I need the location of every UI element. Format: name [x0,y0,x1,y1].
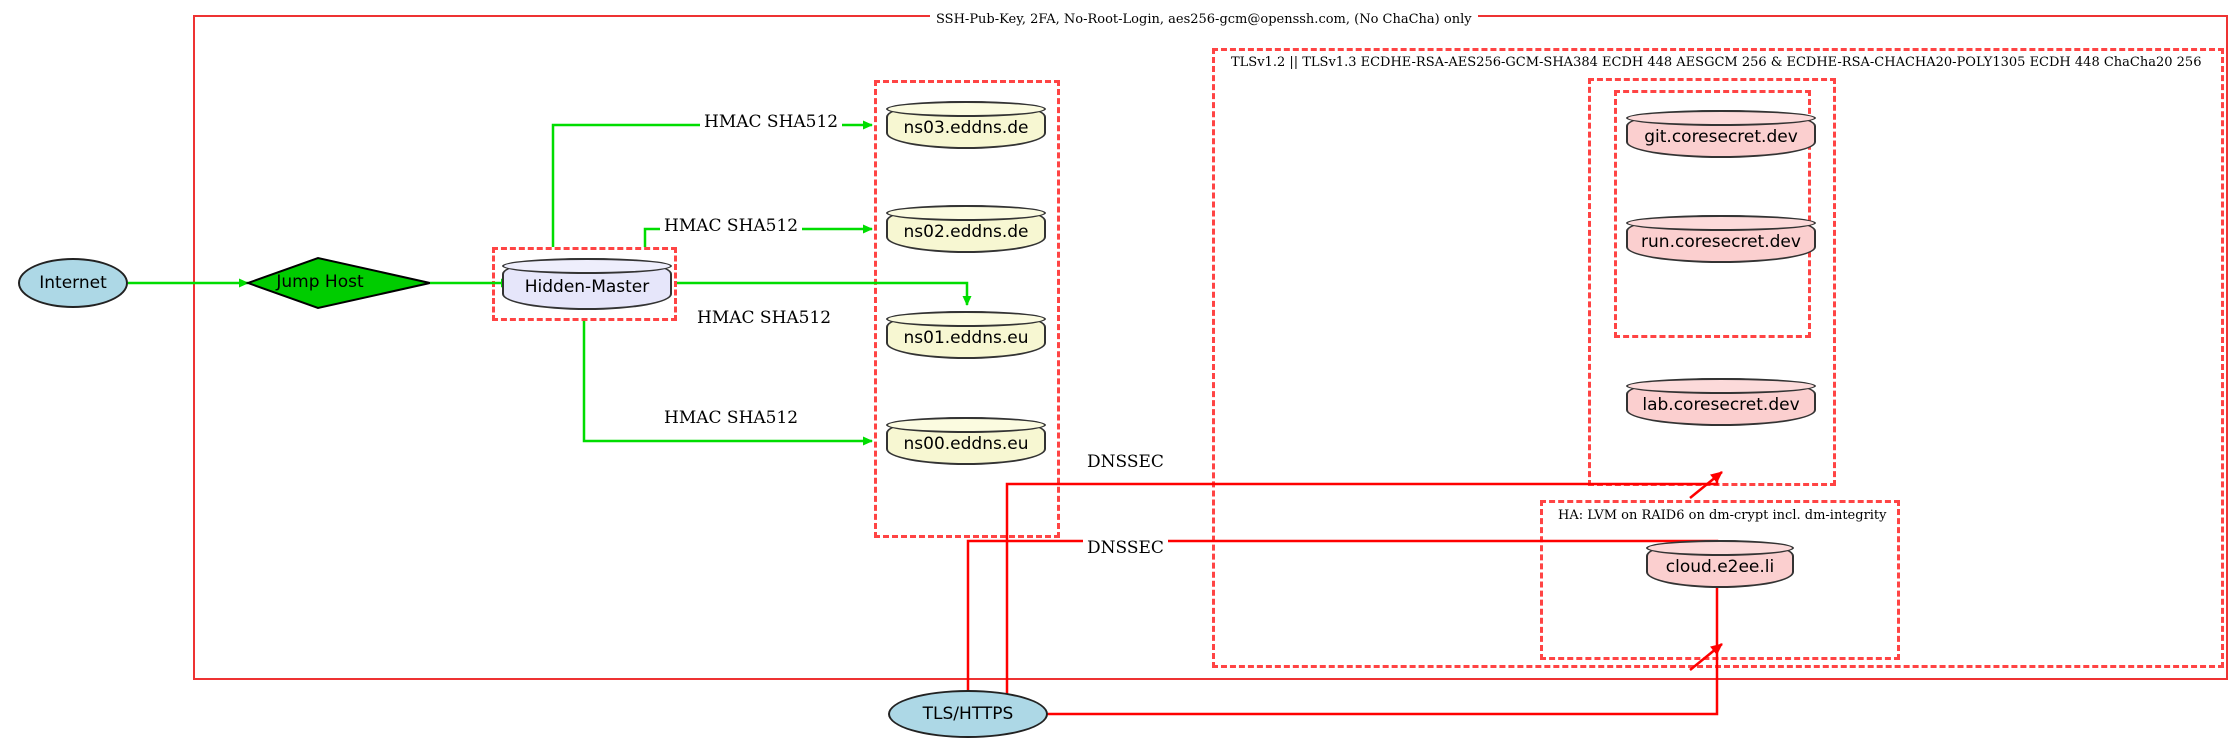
node-lab-coresecret[interactable]: lab.coresecret.dev [1626,378,1816,426]
node-run-coresecret[interactable]: run.coresecret.dev [1626,215,1816,263]
edge-label-dnssec-upper: DNSSEC [1083,452,1168,472]
edge-label-hmac-ns02: HMAC SHA512 [660,216,803,236]
node-internet[interactable]: Internet [18,258,128,308]
jump-host-diamond [245,256,431,310]
cylinder-top-git [1626,110,1816,126]
node-ns01[interactable]: ns01.eddns.eu [886,311,1046,359]
cylinder-top-ns00 [886,417,1046,433]
node-ns02[interactable]: ns02.eddns.de [886,205,1046,253]
edge-hiddenmaster-to-ns00 [582,321,873,446]
edge-label-hmac-ns03: HMAC SHA512 [700,112,843,132]
edge-dnssec-lower-arrow [1689,643,1723,671]
node-internet-label: Internet [39,273,107,293]
group-nameserver-zone [874,80,1060,538]
cylinder-top-run [1626,215,1816,231]
node-run-coresecret-label: run.coresecret.dev [1641,232,1801,252]
node-tls-https-label: TLS/HTTPS [922,704,1014,724]
node-tls-https[interactable]: TLS/HTTPS [888,690,1048,738]
edge-dnssec-upper-arrow [1689,471,1723,499]
node-ns02-label: ns02.eddns.de [903,222,1029,242]
edge-hiddenmaster-to-ns01 [677,281,972,306]
node-hidden-master[interactable]: Hidden-Master [502,258,672,310]
node-lab-coresecret-label: lab.coresecret.dev [1642,395,1800,415]
cylinder-top-ns03 [886,101,1046,117]
node-cloud-e2ee-label: cloud.e2ee.li [1665,557,1775,577]
label-ha-zone: HA: LVM on RAID6 on dm-crypt incl. dm-in… [1552,508,1893,523]
edge-dnssec-upper [1005,478,1719,713]
node-ns00-label: ns00.eddns.eu [903,434,1029,454]
node-hidden-master-label: Hidden-Master [524,277,650,297]
cylinder-top-hidden-master [502,258,672,274]
cylinder-top-ns02 [886,205,1046,221]
edge-label-dnssec-lower: DNSSEC [1083,538,1168,558]
edge-tlshttps-right [1047,650,1719,716]
group-ha-zone [1540,500,1900,660]
edge-label-hmac-ns00: HMAC SHA512 [660,408,803,428]
label-tls-zone: TLSv1.2 || TLSv1.3 ECDHE-RSA-AES256-GCM-… [1225,55,2208,70]
cylinder-top-lab [1626,378,1816,394]
node-git-coresecret[interactable]: git.coresecret.dev [1626,110,1816,158]
edge-label-hmac-ns01: HMAC SHA512 [693,308,836,328]
node-ns03[interactable]: ns03.eddns.de [886,101,1046,149]
node-ns03-label: ns03.eddns.de [903,118,1029,138]
node-git-coresecret-label: git.coresecret.dev [1644,127,1798,147]
cylinder-top-cloud [1646,540,1794,556]
group-coresecret-inner-zone [1614,90,1811,338]
label-ssh-zone: SSH-Pub-Key, 2FA, No-Root-Login, aes256-… [930,12,1478,27]
node-cloud-e2ee[interactable]: cloud.e2ee.li [1646,540,1794,588]
cylinder-top-ns01 [886,311,1046,327]
edge-dnssec-lower [966,539,1719,713]
node-ns01-label: ns01.eddns.eu [903,328,1029,348]
node-ns00[interactable]: ns00.eddns.eu [886,417,1046,465]
